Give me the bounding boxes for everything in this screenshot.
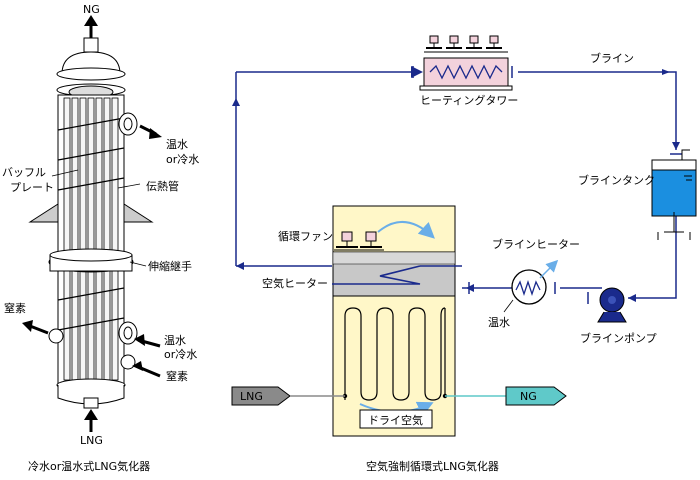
support-left [28,203,59,223]
dry-air-box [359,409,433,429]
baffle-label-2: プレート [10,181,54,194]
ng-label: NG [520,390,537,403]
brine-tank-label: ブラインタンク [578,173,655,187]
support-right [123,203,154,223]
tube-bundle [63,97,119,381]
lng-bottom-label: LNG [80,434,103,447]
lng-inlet [231,386,345,406]
hot-water-in-label: 温水 [166,138,188,151]
right-caption: 空気強制循環式LNG気化器 [366,459,499,473]
baffle-plates [57,117,125,331]
brine-heater-label: ブラインヒーター [492,237,580,251]
expansion-label: 伸縮継手 [148,259,192,273]
lng-label: LNG [240,390,263,403]
hot-water-out-sub-label: or冷水 [164,348,197,361]
shell-tube-vaporizer [22,15,162,432]
heating-tower [419,35,513,91]
circulation-fans [334,231,384,251]
tower-fans [424,35,508,53]
air-vaporizer-vessel [332,205,462,437]
heating-tower-label: ヒーティングタワー [420,93,518,107]
hot-water-in-sub-label: or冷水 [166,153,199,166]
brine-heater [503,259,559,313]
brine-label: ブライン [590,51,634,65]
brine-pump [597,287,627,323]
left-caption: 冷水or温水式LNG気化器 [28,459,150,473]
air-flow-arrow [377,220,435,239]
air-heater-label: 空気ヒーター [262,276,328,290]
warm-water-label: 温水 [488,316,510,329]
brine-tank [651,149,697,240]
brine-pump-label: ブラインポンプ [580,331,657,345]
ng-top-label: NG [83,3,100,16]
baffle-label-1: バッフル [2,166,46,179]
nitrogen-in-label: 窒素 [166,369,188,383]
fan-label: 循環ファン [278,230,333,243]
ng-outlet [445,386,567,406]
tube-label: 伝熱管 [146,179,179,193]
air-heater-coil [368,265,421,285]
hot-water-out-label: 温水 [164,334,186,347]
dry-air-label: ドライ空気 [368,413,423,427]
top-nozzle [83,37,99,53]
lng-serpentine-tube [344,307,446,401]
nitrogen-out-label: 窒素 [4,301,26,315]
